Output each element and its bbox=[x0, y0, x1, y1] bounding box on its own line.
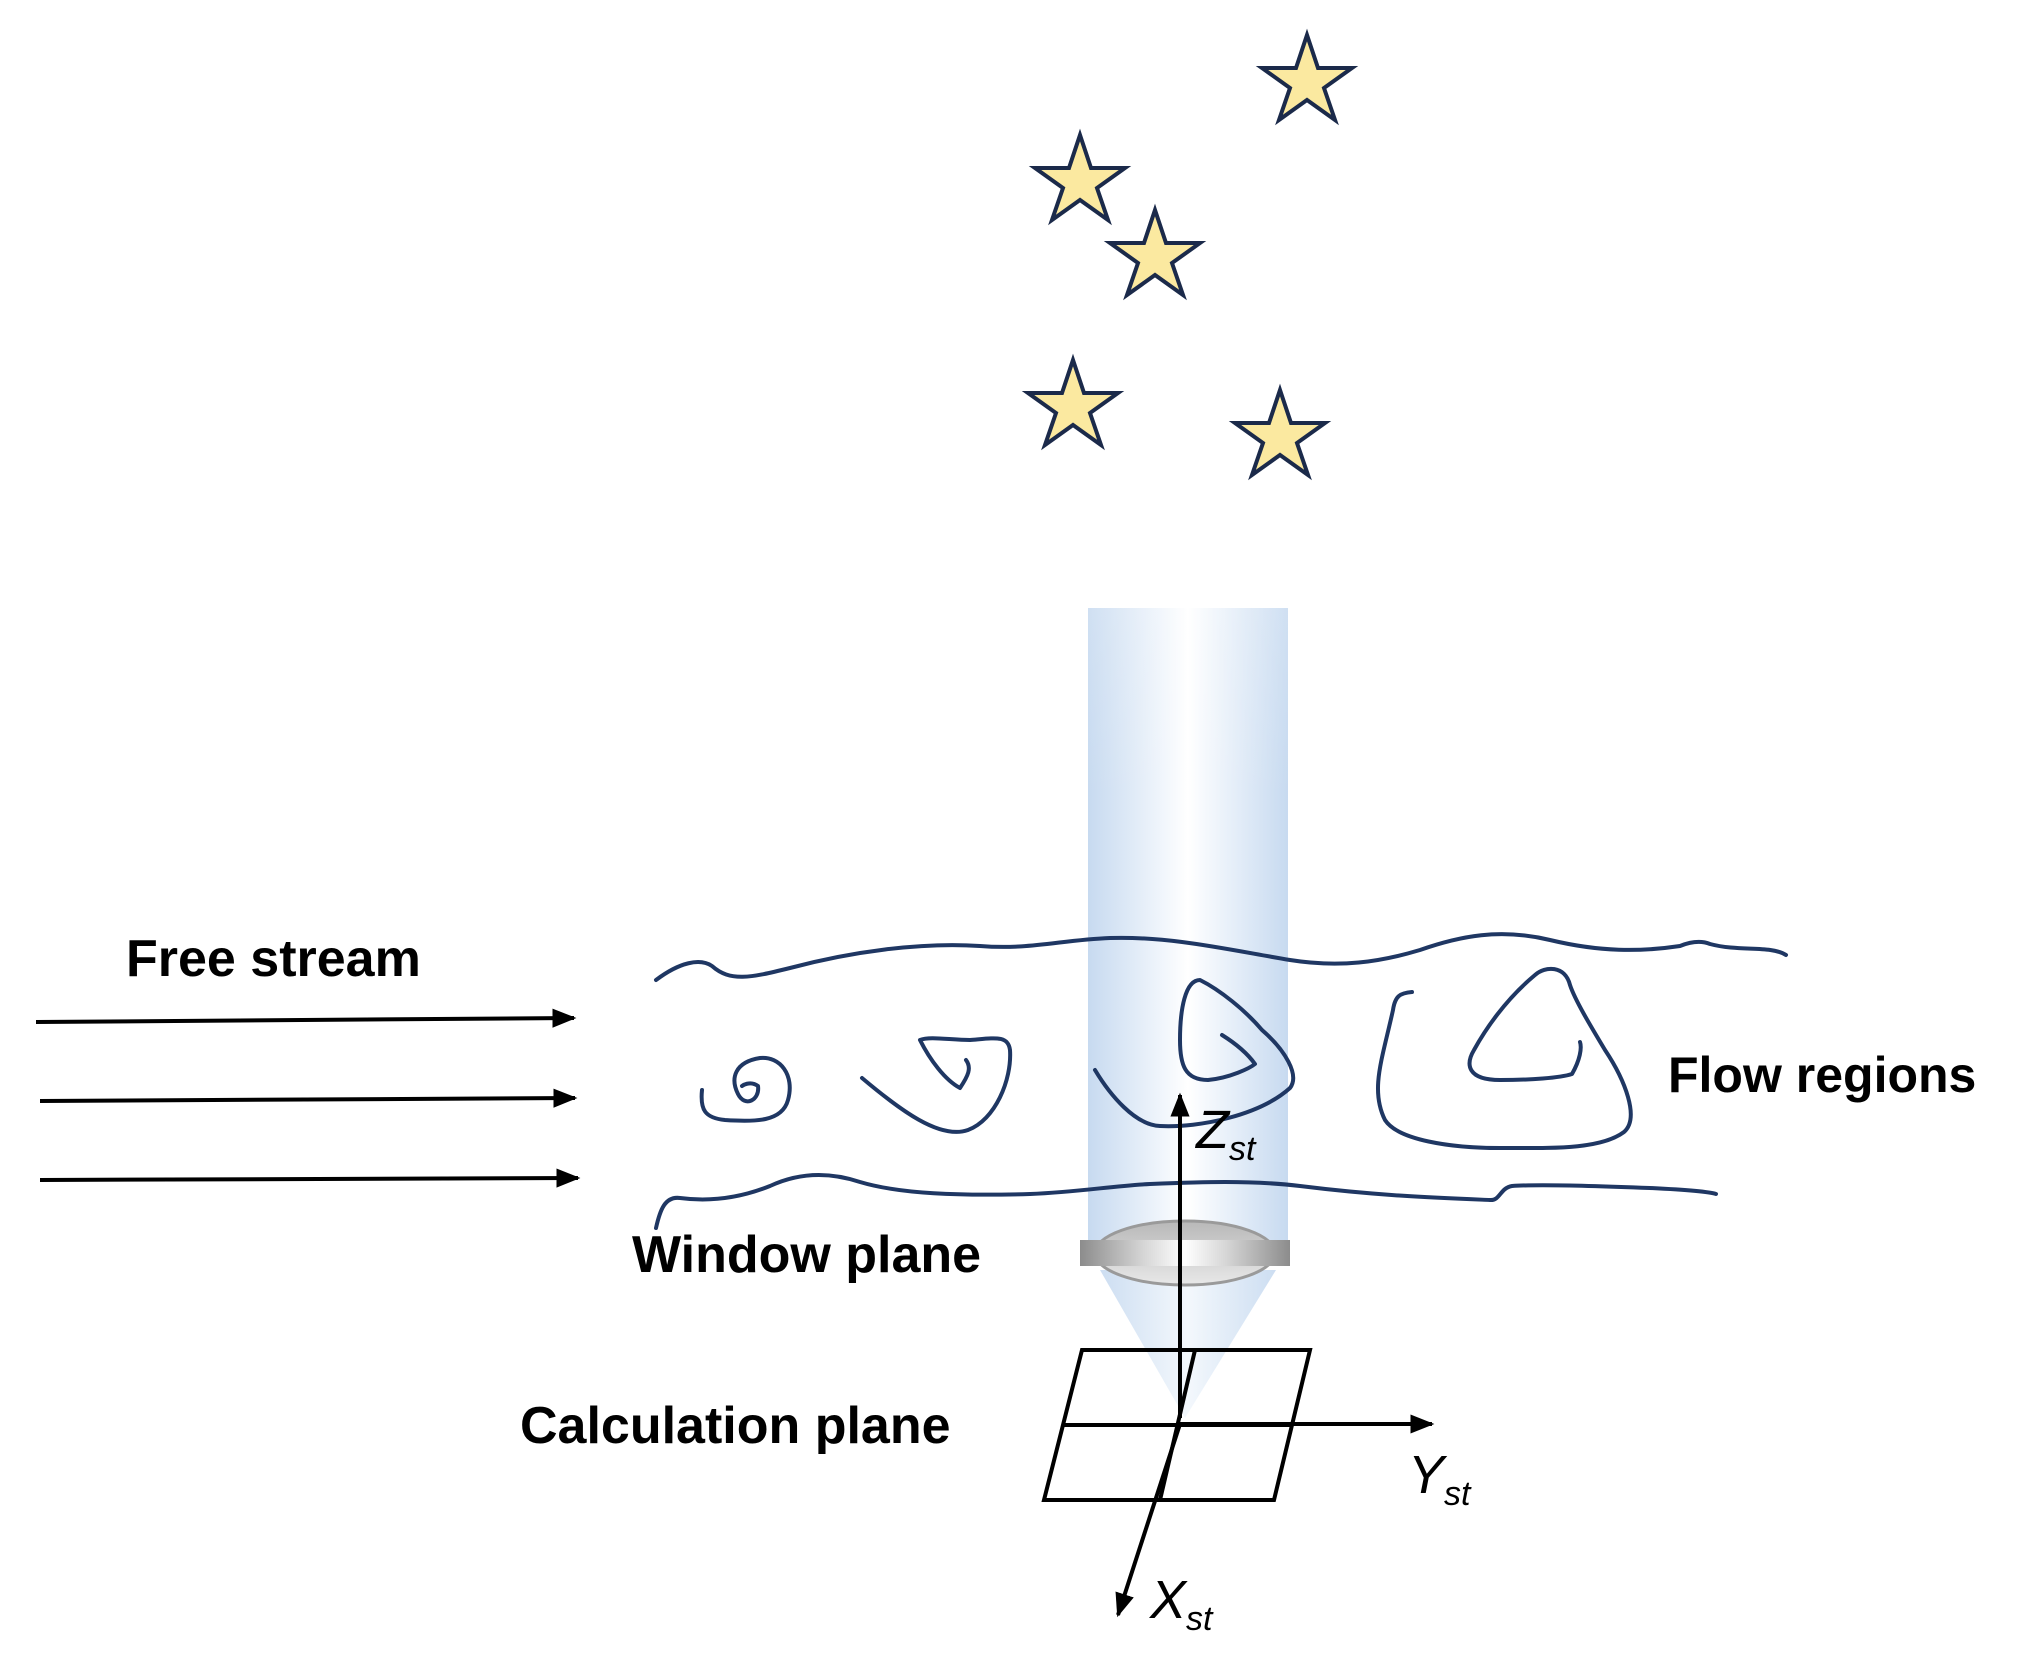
vortex-2 bbox=[860, 1036, 1013, 1134]
window-lens-icon bbox=[1080, 1219, 1290, 1287]
y-axis-sub: st bbox=[1444, 1475, 1472, 1513]
vortex-1 bbox=[699, 1055, 792, 1123]
z-axis-main: Z bbox=[1194, 1100, 1231, 1160]
x-axis-sub: st bbox=[1186, 1600, 1214, 1638]
stars bbox=[1021, 28, 1359, 481]
z-axis-sub: st bbox=[1229, 1130, 1257, 1168]
x-axis-label: Xst bbox=[1148, 1570, 1214, 1638]
light-beam bbox=[1088, 608, 1288, 1418]
star-icon bbox=[1255, 28, 1359, 126]
arrow-right-icon bbox=[35, 1008, 577, 1028]
x-axis-main: X bbox=[1148, 1570, 1188, 1630]
flow-regions-label: Flow regions bbox=[1668, 1047, 1976, 1103]
y-axis-main: Y bbox=[1408, 1445, 1448, 1505]
coordinate-axes bbox=[1115, 1092, 1435, 1618]
y-axis-label: Yst bbox=[1408, 1445, 1472, 1513]
free-stream-arrows bbox=[35, 1008, 581, 1188]
flow-lower-boundary bbox=[654, 1173, 1718, 1230]
free-stream-label: Free stream bbox=[126, 930, 421, 988]
beam-cone bbox=[1100, 1270, 1276, 1418]
vortex-4 bbox=[1376, 966, 1633, 1151]
star-icon bbox=[1228, 383, 1332, 481]
flow-upper-boundary bbox=[654, 932, 1788, 982]
window-plane-label: Window plane bbox=[632, 1226, 981, 1284]
star-icon bbox=[1028, 128, 1132, 226]
star-icon bbox=[1021, 353, 1125, 451]
x-axis bbox=[1115, 1423, 1182, 1618]
flow-regions-drawing bbox=[654, 932, 1788, 1230]
arrow-right-icon bbox=[39, 1168, 581, 1188]
star-icon bbox=[1103, 203, 1207, 301]
arrow-right-icon bbox=[39, 1088, 578, 1108]
z-axis-label: Zst bbox=[1194, 1100, 1257, 1168]
calculation-plane-label: Calculation plane bbox=[520, 1397, 951, 1455]
